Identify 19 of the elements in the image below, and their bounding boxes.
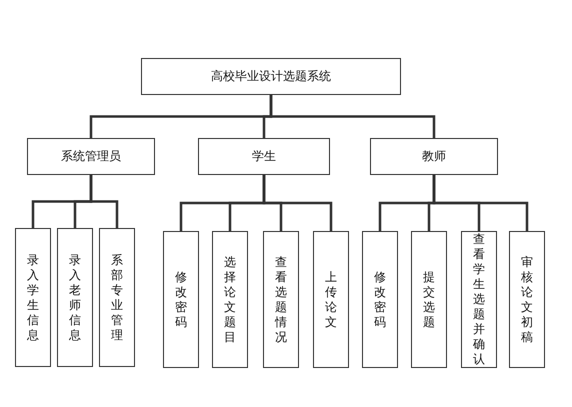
system-box: 高校毕业设计选题系统 bbox=[141, 58, 401, 95]
function-box: 录入学生信息 bbox=[15, 228, 51, 367]
function-box: 审核论文初稿 bbox=[509, 231, 545, 368]
module-box: 系统管理员 bbox=[27, 138, 155, 175]
connector-line bbox=[432, 175, 528, 231]
connector-line bbox=[262, 175, 332, 231]
function-box: 修改密码 bbox=[163, 231, 199, 368]
function-box: 修改密码 bbox=[362, 231, 398, 368]
connector-line bbox=[270, 95, 436, 138]
function-box: 查看学生选题并确认 bbox=[461, 231, 497, 368]
module-box: 教师 bbox=[370, 138, 498, 175]
function-box: 提交选题 bbox=[411, 231, 447, 368]
function-box: 录入老师信息 bbox=[57, 228, 93, 367]
module-box: 学生 bbox=[198, 138, 330, 175]
connector-line bbox=[90, 175, 118, 228]
function-box: 选择论文题目 bbox=[212, 231, 248, 368]
function-box: 系部专业管理 bbox=[99, 228, 135, 367]
function-box: 上传论文 bbox=[313, 231, 349, 368]
function-box: 查看选题情况 bbox=[263, 231, 299, 368]
